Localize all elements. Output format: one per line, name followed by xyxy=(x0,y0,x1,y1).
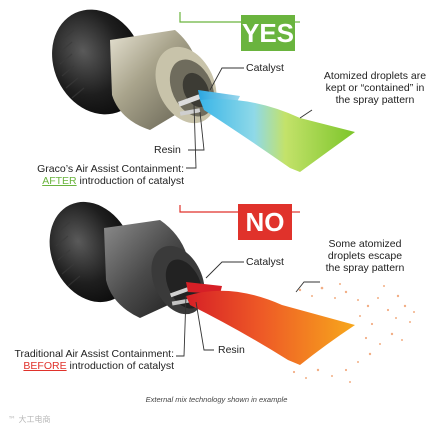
top-callout-lines xyxy=(179,12,313,169)
top-note-line-2: kept or “contained” in xyxy=(325,82,425,94)
no-badge: NO xyxy=(238,204,292,240)
watermark: ™ 大工电商 xyxy=(8,415,51,424)
figure-caption: External mix technology shown in example xyxy=(145,395,288,404)
top-resin-label: Resin xyxy=(154,144,181,156)
bottom-caption: Traditional Air Assist Containment: BEFO… xyxy=(0,348,174,372)
top-note-line-3: the spray pattern xyxy=(335,94,415,106)
bottom-note-line-1: Some atomized xyxy=(328,238,402,250)
bottom-caption-line-2: BEFORE introduction of catalyst xyxy=(0,360,174,372)
top-catalyst-label: Catalyst xyxy=(246,62,284,74)
before-highlight: BEFORE xyxy=(23,360,67,372)
top-caption-line-1: Graco’s Air Assist Containment: xyxy=(37,163,184,175)
bottom-catalyst-label: Catalyst xyxy=(246,256,284,268)
bottom-note-line-2: droplets escape xyxy=(327,250,403,262)
top-caption: Graco’s Air Assist Containment: AFTER in… xyxy=(0,163,184,187)
bottom-note: Some atomized droplets escape the spray … xyxy=(310,238,420,274)
escaping-droplets xyxy=(292,283,415,383)
bottom-caption-line-1: Traditional Air Assist Containment: xyxy=(14,348,174,360)
bottom-callout-lines xyxy=(176,205,320,357)
after-highlight: AFTER xyxy=(42,175,77,187)
top-caption-line-2: AFTER introduction of catalyst xyxy=(0,175,184,187)
top-spray-nozzle-icon xyxy=(52,9,217,130)
bottom-note-line-3: the spray pattern xyxy=(325,262,405,274)
bottom-spray-fan-icon xyxy=(186,290,355,365)
top-note: Atomized droplets are kept or “contained… xyxy=(316,70,433,106)
yes-badge: YES xyxy=(241,15,295,51)
bottom-caption-line-2-rest: introduction of catalyst xyxy=(66,360,174,372)
top-caption-line-2-rest: introduction of catalyst xyxy=(76,175,184,187)
top-note-line-1: Atomized droplets are xyxy=(323,70,427,82)
bottom-spray-nozzle-icon xyxy=(49,201,205,318)
bottom-resin-label: Resin xyxy=(218,344,245,356)
top-spray-fan-icon xyxy=(200,99,355,172)
